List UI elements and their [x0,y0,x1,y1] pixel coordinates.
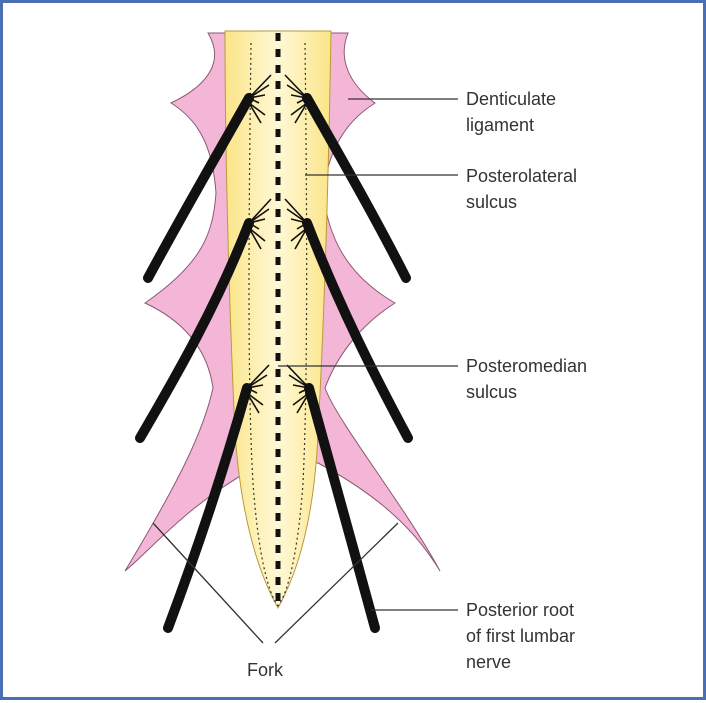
label-posterolateral-sulcus: Posterolateral sulcus [466,163,577,215]
label-posterior-root: Posterior root of first lumbar nerve [466,597,575,675]
spinal-cord-diagram [3,3,706,703]
label-fork: Fork [247,657,283,683]
label-posteromedian-sulcus: Posteromedian sulcus [466,353,587,405]
label-denticulate-ligament: Denticulate ligament [466,86,556,138]
